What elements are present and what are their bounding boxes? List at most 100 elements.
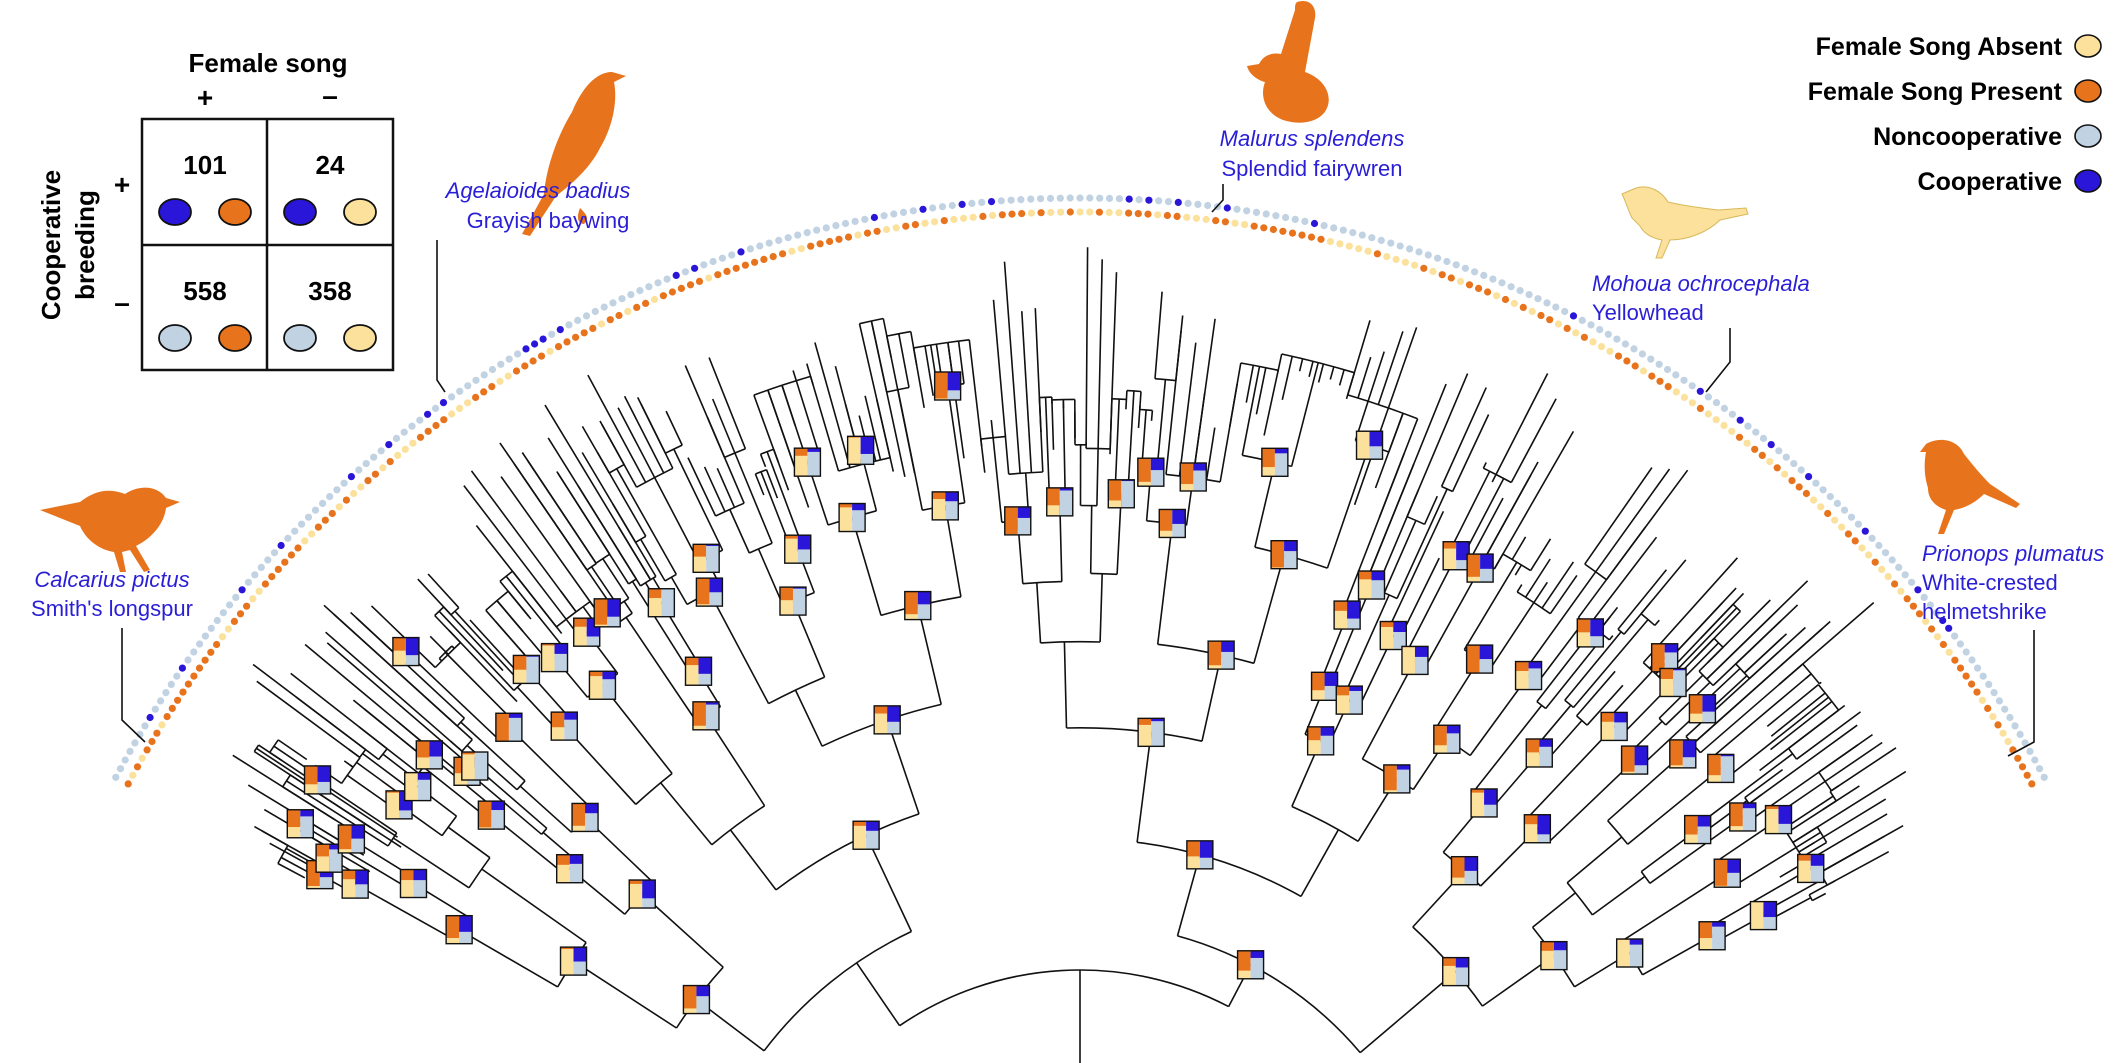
branch bbox=[325, 631, 463, 752]
branch bbox=[295, 696, 380, 761]
tip-breeding-dot bbox=[1782, 453, 1790, 461]
branch bbox=[775, 813, 920, 891]
tip-breeding-dot bbox=[1840, 506, 1849, 514]
branch bbox=[703, 466, 726, 512]
helmetshrike-silhouette-icon bbox=[1920, 439, 2020, 534]
branch bbox=[1328, 584, 1373, 689]
tip-breeding-dot bbox=[270, 549, 279, 557]
branch bbox=[1584, 563, 1607, 581]
tip-breeding-dot bbox=[362, 460, 370, 468]
tip-breeding-dot bbox=[813, 226, 821, 234]
tip-breeding-dot bbox=[1358, 231, 1366, 239]
tip-breeding-dot bbox=[1621, 340, 1629, 348]
tip-breeding-dot bbox=[870, 213, 879, 222]
tip-breeding-dot bbox=[1663, 365, 1672, 374]
branch bbox=[631, 581, 693, 676]
branch bbox=[653, 477, 700, 563]
tip-breeding-dot bbox=[1790, 460, 1798, 468]
branch bbox=[1778, 663, 1804, 686]
table-cell-dot bbox=[158, 198, 192, 226]
branch bbox=[1021, 311, 1033, 473]
branch bbox=[1448, 470, 1491, 553]
branch bbox=[416, 649, 436, 669]
tip-breeding-dot bbox=[1115, 195, 1123, 203]
branch bbox=[1361, 660, 1416, 760]
ancestral-state-marker bbox=[784, 534, 812, 564]
branch bbox=[1406, 489, 1420, 518]
tip-song-dot bbox=[1751, 445, 1759, 453]
branch bbox=[1263, 370, 1279, 436]
tip-song-dot bbox=[1909, 602, 1917, 610]
ancestral-state-marker bbox=[695, 577, 724, 607]
tip-breeding-dot bbox=[1805, 473, 1813, 481]
tip-breeding-dot bbox=[1672, 371, 1680, 379]
ancestral-state-marker bbox=[1107, 479, 1135, 509]
tip-song-dot bbox=[218, 633, 227, 641]
tip-breeding-dot bbox=[582, 312, 591, 320]
table-cell-dot bbox=[218, 324, 252, 352]
branch bbox=[253, 750, 402, 848]
legend-label: Female Song Absent bbox=[1816, 33, 2063, 61]
tip-breeding-dot bbox=[1767, 441, 1775, 449]
branch bbox=[463, 485, 567, 620]
tip-breeding-dot bbox=[1630, 345, 1638, 353]
branch bbox=[1255, 367, 1267, 415]
tip-breeding-dot bbox=[1647, 355, 1655, 363]
branch bbox=[499, 570, 513, 582]
branch bbox=[475, 525, 558, 628]
tip-song-dot bbox=[1307, 233, 1316, 241]
tip-breeding-dot bbox=[1233, 205, 1241, 213]
tip-breeding-dot bbox=[1461, 264, 1469, 272]
tip-song-dot bbox=[1810, 496, 1818, 504]
ancestral-state-marker bbox=[1729, 802, 1757, 832]
branch bbox=[1770, 700, 1833, 751]
ancestral-state-marker bbox=[1525, 738, 1553, 768]
tip-breeding-dot bbox=[497, 360, 505, 368]
tip-breeding-dot bbox=[822, 224, 830, 232]
tip-state-rings bbox=[112, 194, 2048, 788]
branch bbox=[1365, 383, 1447, 583]
branch bbox=[405, 651, 499, 740]
ancestral-state-marker bbox=[1442, 541, 1470, 571]
branch bbox=[1621, 872, 1728, 942]
branch bbox=[269, 739, 279, 753]
tip-song-dot bbox=[659, 292, 668, 300]
branch bbox=[1564, 631, 1622, 701]
branch bbox=[635, 535, 647, 543]
tip-song-dot bbox=[863, 229, 872, 237]
tip-breeding-dot bbox=[1443, 257, 1451, 266]
branch bbox=[1829, 785, 1840, 793]
branch bbox=[1205, 427, 1216, 480]
tip-song-dot bbox=[1510, 299, 1518, 307]
tip-song-dot bbox=[2018, 763, 2027, 771]
tip-breeding-dot bbox=[1243, 207, 1251, 215]
branch bbox=[286, 780, 389, 847]
branch bbox=[1811, 892, 1827, 902]
tip-song-dot bbox=[1939, 640, 1947, 649]
legend-item: Female Song Present bbox=[1808, 78, 2102, 106]
branch bbox=[992, 437, 1003, 523]
species-scientific-name: Prionops plumatus bbox=[1922, 541, 2104, 566]
branch bbox=[1495, 373, 1549, 475]
branch bbox=[673, 448, 724, 551]
tip-breeding-dot bbox=[1688, 382, 1696, 390]
branch bbox=[865, 834, 913, 932]
tip-breeding-dot bbox=[565, 321, 573, 329]
branch bbox=[1003, 261, 1021, 474]
ancestral-state-markers bbox=[286, 371, 1825, 1015]
tip-song-dot bbox=[2023, 771, 2031, 779]
ancestral-state-marker bbox=[445, 914, 473, 945]
branch bbox=[767, 389, 810, 508]
branch bbox=[729, 829, 777, 891]
branch bbox=[759, 453, 767, 468]
tip-song-dot bbox=[328, 509, 336, 518]
tip-song-dot bbox=[1928, 625, 1936, 633]
table-row-title-line1: Cooperative bbox=[36, 170, 66, 320]
ancestral-state-marker bbox=[873, 705, 901, 735]
ancestral-state-marker bbox=[1236, 950, 1265, 980]
tip-song-dot bbox=[512, 367, 521, 375]
tip-breeding-dot bbox=[190, 648, 198, 656]
branch bbox=[1241, 366, 1261, 456]
tip-breeding-dot bbox=[1125, 195, 1133, 203]
